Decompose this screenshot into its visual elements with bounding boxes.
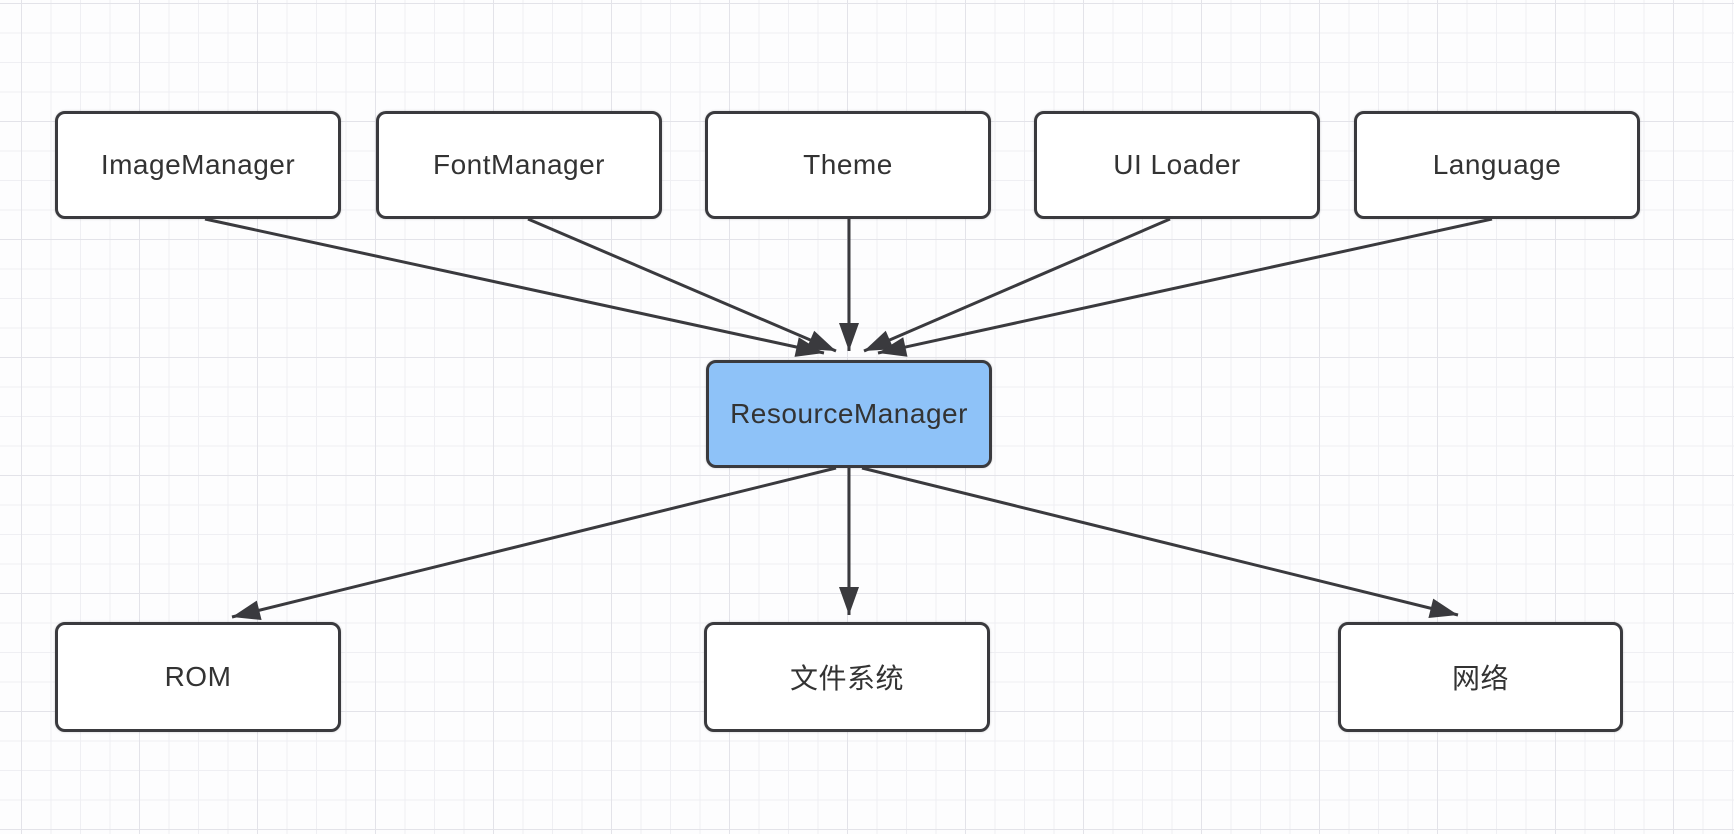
node-image-manager[interactable]: ImageManager [55, 111, 341, 219]
node-file-system[interactable]: 文件系统 [704, 622, 990, 732]
node-network[interactable]: 网络 [1338, 622, 1623, 732]
node-theme-label: Theme [803, 149, 893, 180]
node-language-label: Language [1432, 149, 1562, 180]
node-resource-manager[interactable]: ResourceManager [706, 360, 992, 468]
edge-resourcemanager-to-rom [231, 466, 837, 621]
edge-imagemanager-to-resourcemanager [204, 217, 825, 357]
edge-fontmanager-to-resourcemanager [527, 217, 837, 353]
node-rom-label: ROM [164, 661, 232, 692]
node-resource-manager-label: ResourceManager [730, 398, 968, 429]
edge-resourcemanager-to-network [861, 466, 1459, 619]
node-ui-loader-label: UI Loader [1113, 149, 1241, 180]
edge-language-to-resourcemanager [877, 217, 1493, 357]
node-image-manager-label: ImageManager [100, 149, 296, 180]
node-rom[interactable]: ROM [55, 622, 341, 732]
node-file-system-label: 文件系统 [789, 663, 904, 694]
node-language[interactable]: Language [1354, 111, 1640, 219]
node-theme[interactable]: Theme [705, 111, 991, 219]
edge-uiloader-to-resourcemanager [863, 217, 1171, 353]
node-font-manager[interactable]: FontManager [376, 111, 662, 219]
node-ui-loader[interactable]: UI Loader [1034, 111, 1320, 219]
node-font-manager-label: FontManager [432, 149, 606, 180]
node-network-label: 网络 [1451, 663, 1509, 694]
